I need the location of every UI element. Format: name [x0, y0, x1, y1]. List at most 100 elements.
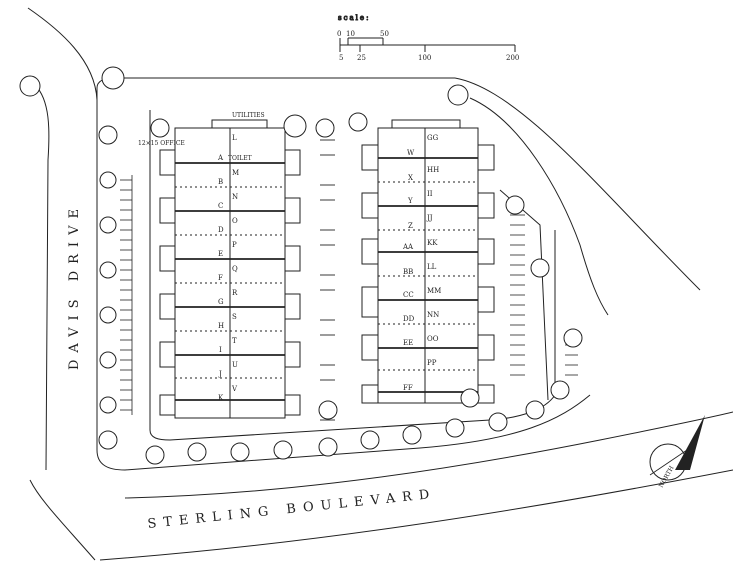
unit-Q: Q	[232, 265, 238, 273]
tree	[150, 118, 170, 138]
north-arrow-icon	[675, 415, 705, 470]
scale-bottom-ticks: 5 25 100 200	[339, 54, 519, 62]
unit-Z: Z	[408, 222, 413, 230]
tree	[99, 396, 117, 414]
tree	[488, 412, 508, 432]
tree	[550, 380, 570, 400]
unit-V: V	[231, 385, 238, 393]
tree	[348, 112, 368, 132]
east-property-line	[454, 77, 701, 291]
tree	[402, 425, 422, 445]
tree	[445, 418, 465, 438]
scale-tick-10: 10	[346, 30, 355, 38]
unit-F: F	[218, 274, 223, 282]
sterling-boulevard-label: STERLING BOULEVARD	[147, 487, 437, 532]
tree	[563, 328, 583, 348]
west-annotations: UTILITIES 12×15 OFFICE TOILET	[138, 112, 265, 162]
unit-I: I	[219, 346, 222, 354]
unit-C: C	[218, 202, 223, 210]
tree	[447, 84, 469, 106]
unit-HH: HH	[427, 166, 439, 174]
tree	[360, 430, 380, 450]
unit-NN: NN	[427, 311, 439, 319]
tree	[187, 442, 207, 462]
tree	[101, 66, 125, 90]
tree	[460, 388, 480, 408]
scale-tick-50: 50	[380, 30, 389, 38]
unit-G: G	[218, 298, 224, 306]
unit-W: W	[407, 149, 415, 157]
unit-N: N	[232, 193, 238, 201]
site-boundary	[27, 7, 733, 561]
unit-BB: BB	[403, 268, 413, 276]
landscape-trees	[19, 66, 583, 465]
scale-tick-0: 0	[337, 30, 341, 38]
unit-FF: FF	[403, 384, 413, 392]
scale-tick-5: 5	[339, 54, 343, 62]
unit-JJ: JJ	[426, 214, 433, 222]
central-aisle	[320, 139, 335, 421]
unit-S: S	[232, 313, 237, 321]
tree	[99, 171, 117, 189]
unit-CC: CC	[403, 291, 414, 299]
sterling-south-edge	[99, 469, 733, 561]
unit-Y: Y	[407, 197, 413, 205]
tree	[98, 430, 118, 450]
unit-AA: AA	[402, 243, 414, 251]
west-street-edge	[34, 84, 50, 471]
tree	[283, 114, 307, 138]
davis-drive-label: DAVIS DRIVE	[67, 202, 82, 370]
unit-EE: EE	[403, 339, 413, 347]
tree	[99, 306, 117, 324]
office-label: 12×15 OFFICE	[138, 140, 185, 147]
unit-A: A	[217, 154, 224, 162]
unit-X: X	[408, 174, 413, 182]
west-building	[159, 119, 301, 419]
sterling-north-edge	[124, 411, 733, 499]
unit-J: J	[218, 370, 222, 378]
scale-tick-200: 200	[506, 54, 519, 62]
unit-K: K	[218, 394, 224, 402]
north-arrow: NORTH	[649, 415, 705, 489]
unit-GG: GG	[427, 134, 439, 142]
tree	[525, 400, 545, 420]
unit-LL: LL	[427, 263, 437, 271]
scale-tick-25: 25	[357, 54, 366, 62]
tree	[530, 258, 550, 278]
east-unit-labels: W X Y Z AA BB CC DD EE FF GG HH II JJ KK…	[402, 134, 441, 392]
tree	[318, 400, 338, 420]
davis-drive-curb	[27, 7, 591, 471]
tree	[318, 437, 338, 457]
unit-L: L	[232, 134, 237, 142]
scale-tick-100: 100	[418, 54, 431, 62]
scale-title: scale:	[338, 14, 370, 22]
tree	[273, 440, 293, 460]
scale-top-ticks: 0 10 50	[337, 30, 389, 38]
unit-II: II	[427, 190, 433, 198]
unit-DD: DD	[403, 315, 415, 323]
east-building	[361, 119, 495, 404]
tree	[145, 445, 165, 465]
inner-east-curb	[469, 97, 609, 316]
tree	[230, 442, 250, 462]
parking-west	[120, 175, 133, 415]
tree	[99, 261, 117, 279]
tree	[505, 195, 525, 215]
unit-M: M	[232, 169, 239, 177]
tree	[99, 351, 117, 369]
ramp-curve	[29, 479, 96, 561]
unit-O: O	[232, 217, 238, 225]
unit-OO: OO	[427, 335, 439, 343]
parking-east	[510, 214, 578, 376]
unit-B: B	[218, 178, 223, 186]
unit-MM: MM	[427, 287, 441, 295]
unit-H: H	[218, 322, 224, 330]
tree	[99, 216, 117, 234]
unit-E: E	[218, 250, 223, 258]
north-curb	[96, 77, 455, 100]
tree	[315, 118, 335, 138]
tree	[19, 75, 41, 97]
unit-R: R	[232, 289, 238, 297]
unit-D: D	[218, 226, 224, 234]
